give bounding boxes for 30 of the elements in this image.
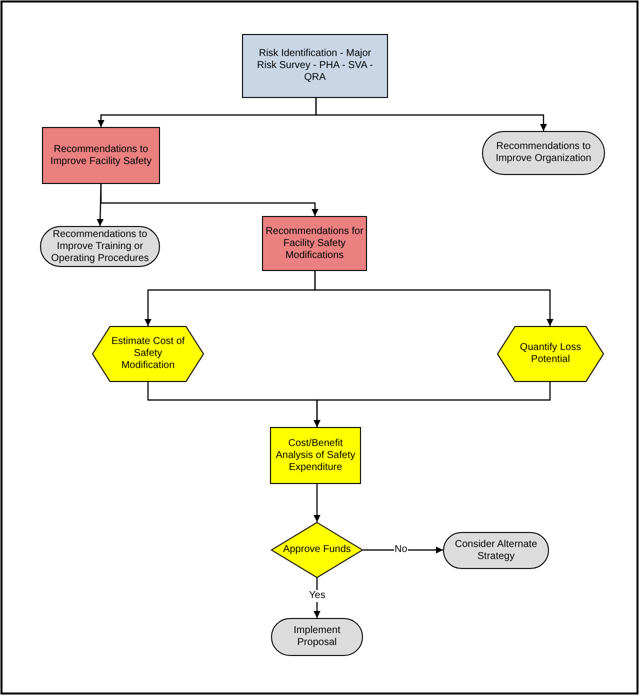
process-box	[270, 427, 361, 484]
terminal-pill	[40, 226, 160, 267]
node-label: Implement Proposal	[292, 625, 342, 649]
process-box	[42, 127, 160, 184]
terminal-pill	[443, 532, 549, 569]
arrow	[314, 271, 554, 326]
node-label: Estimate Cost of Safety Modification	[110, 336, 186, 372]
node-label: Cost/Benefit Analysis of Safety Expenditure	[274, 438, 356, 474]
arrow	[100, 184, 318, 216]
arrow	[314, 578, 320, 618]
node-label: Recommendations to Improve Training or Operating Procedures	[50, 228, 150, 264]
terminal-pill	[271, 618, 363, 656]
node-label: Quantify Loss Potential	[518, 342, 582, 366]
edge-label: Yes	[308, 590, 326, 602]
arrow	[314, 484, 320, 522]
arrow	[314, 382, 551, 427]
preparation-hexagon	[497, 326, 604, 382]
node-label: Approve Funds	[282, 544, 352, 556]
node-label: Recommendations for Facility Safety Modifications	[264, 226, 364, 262]
arrow	[363, 546, 443, 554]
node-label: Recommendations to Improve Organization	[494, 141, 592, 165]
process-box	[262, 216, 367, 271]
decision-diamond	[271, 522, 363, 578]
node-label: Recommendations to Improve Facility Safety	[49, 144, 153, 168]
preparation-hexagon	[92, 326, 204, 382]
node-label: Consider Alternate Strategy	[454, 538, 538, 562]
node-label: Risk Identification - Major Risk Survey - PHA - SVA - QRA	[256, 48, 374, 84]
arrow	[315, 98, 547, 131]
process-box	[242, 34, 388, 98]
terminal-pill	[482, 131, 605, 175]
